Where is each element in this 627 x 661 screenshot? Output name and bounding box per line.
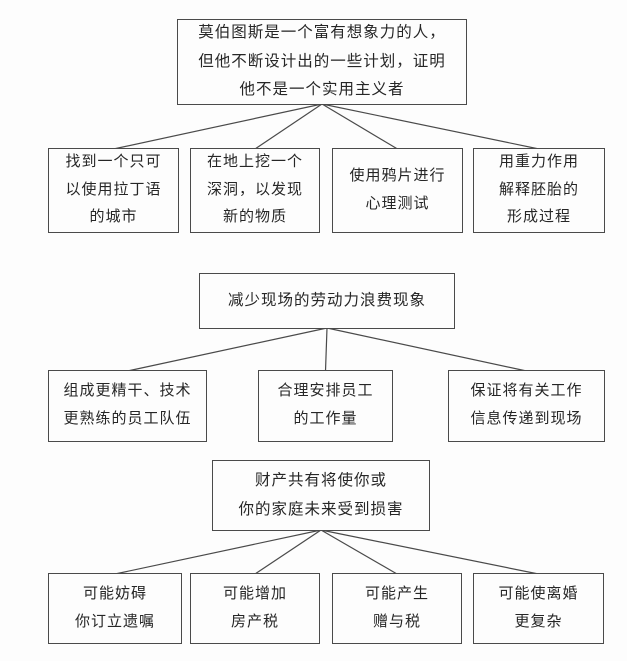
tree3-child-text-4: 可能使离婚 更复杂 [498,585,579,630]
tree1-child-box-3: 使用鸦片进行 心理测试 [332,148,463,233]
tree3-child-box-1: 可能妨碍 你订立遗嘱 [48,573,182,644]
tree1-child-text-3: 使用鸦片进行 心理测试 [349,167,446,212]
tree2-child-box-1: 组成更精干、技术 更熟练的员工队伍 [48,370,207,442]
tree1-child-box-2: 在地上挖一个 深洞，以发现 新的物质 [190,148,320,233]
tree1-root-text: 莫伯图斯是一个富有想象力的人， 但他不断设计出的一些计划，证明 他不是一个实用主… [198,24,446,99]
tree3-child-text-3: 可能产生 赠与税 [364,585,429,630]
tree3-child-box-2: 可能增加 房产税 [190,573,320,644]
tree3-root-text: 财产共有将使你或 你的家庭未来受到损害 [238,471,404,518]
tree3-root-box: 财产共有将使你或 你的家庭未来受到损害 [212,460,430,531]
tree1-child-text-2: 在地上挖一个 深洞，以发现 新的物质 [206,153,303,226]
tree1-root-box: 莫伯图斯是一个富有想象力的人， 但他不断设计出的一些计划，证明 他不是一个实用主… [177,19,467,105]
tree1-child-text-1: 找到一个只可 以使用拉丁语 的城市 [65,153,162,226]
tree2-child-box-3: 保证将有关工作 信息传递到现场 [448,370,605,442]
tree2-child-text-3: 保证将有关工作 信息传递到现场 [470,383,583,427]
tree3-child-box-4: 可能使离婚 更复杂 [473,573,604,644]
tree2-child-text-1: 组成更精干、技术 更熟练的员工队伍 [63,383,192,427]
tree3-child-box-3: 可能产生 赠与税 [332,573,462,644]
tree1-child-box-1: 找到一个只可 以使用拉丁语 的城市 [48,148,179,233]
tree2-root-box: 减少现场的劳动力浪费现象 [199,273,455,329]
tree3-child-text-2: 可能增加 房产税 [222,585,287,630]
tree3-child-text-1: 可能妨碍 你订立遗嘱 [74,585,155,630]
tree2-root-text: 减少现场的劳动力浪费现象 [227,291,426,309]
tree2-child-text-2: 合理安排员工 的工作量 [277,383,374,427]
tree1-child-text-4: 用重力作用 解释胚胎的 形成过程 [498,153,579,226]
tree1-child-box-4: 用重力作用 解释胚胎的 形成过程 [473,148,605,233]
tree2-child-box-2: 合理安排员工 的工作量 [258,370,393,442]
